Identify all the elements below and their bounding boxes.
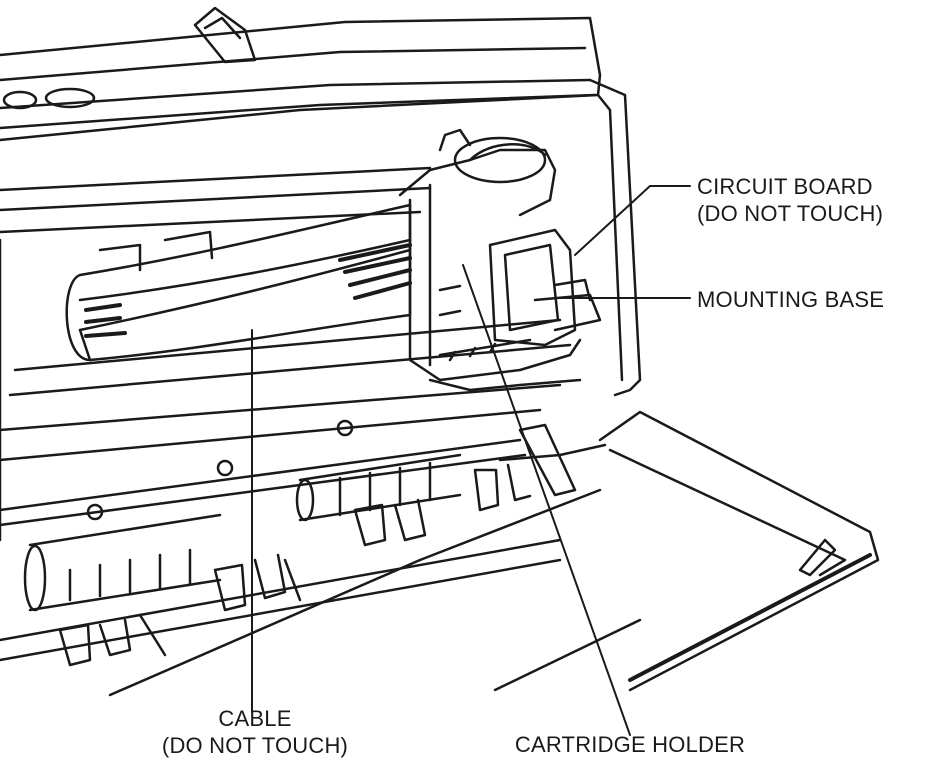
mounting-base-label-text: MOUNTING BASE (697, 287, 885, 312)
mounting-base-label: MOUNTING BASE (697, 286, 884, 313)
printer-top-cover (0, 6, 642, 397)
cartridge-holder-shape (398, 128, 602, 392)
leader-lines (251, 185, 691, 736)
leader-cartridge-holder (462, 264, 631, 736)
cable-label-line1: CABLE (218, 706, 292, 731)
cable-label: CABLE (DO NOT TOUCH) (130, 705, 380, 759)
front-tray (108, 410, 880, 697)
circuit-board-label-line1: CIRCUIT BOARD (697, 174, 873, 199)
inner-frame (0, 166, 572, 542)
circuit-board-label: CIRCUIT BOARD (DO NOT TOUCH) (697, 173, 883, 227)
circuit-board-label-line2: (DO NOT TOUCH) (697, 201, 884, 226)
ribbon-cable (65, 203, 412, 362)
cartridge-holder-label-text: CARTRIDGE HOLDER (514, 732, 746, 757)
cable-label-line2: (DO NOT TOUCH) (161, 733, 349, 758)
cartridge-holder-label: CARTRIDGE HOLDER (460, 731, 800, 758)
feed-rollers (0, 419, 562, 662)
leader-circuit-board (574, 185, 691, 256)
tractor-clips (58, 423, 577, 667)
